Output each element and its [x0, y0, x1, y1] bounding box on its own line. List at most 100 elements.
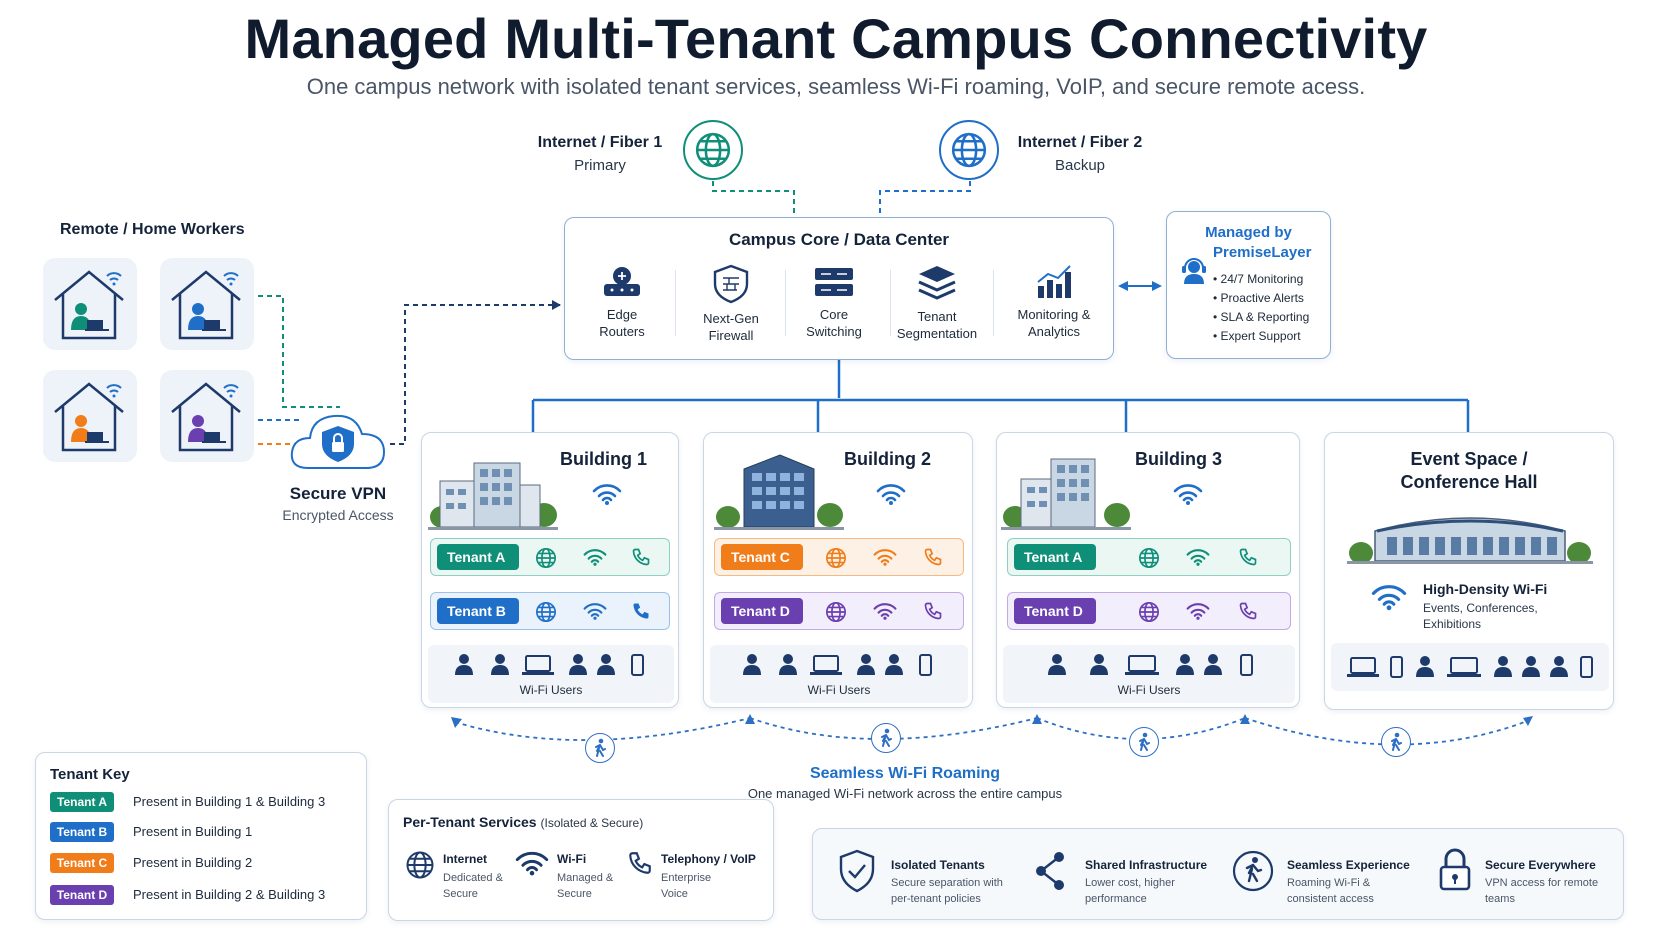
campus-core-panel: Campus Core / Data Center Edge Routers N… [564, 217, 1114, 360]
wifi-icon [515, 851, 549, 876]
page-title: Managed Multi-Tenant Campus Connectivity [244, 7, 1428, 70]
feature-title: Secure Everywhere [1485, 858, 1596, 872]
service-desc: Managed & [557, 872, 614, 884]
wifi-users-label: Wi-Fi Users [807, 683, 871, 697]
key-tenant-d: Tenant D [50, 885, 114, 905]
vpn-title: Secure VPN [289, 484, 387, 503]
core-item-line2: Firewall [708, 328, 754, 343]
building-icon [714, 454, 844, 530]
conference-hall-icon [1347, 517, 1593, 564]
tenant-row-d: Tenant D [714, 592, 964, 630]
building-2-card: Building 2 Tenant C Tenant D Wi-Fi Users [703, 432, 973, 708]
tenant-row-b: Tenant B [430, 592, 670, 630]
hd-wifi-sub2: Exhibitions [1423, 617, 1482, 631]
tenant-row-c: Tenant C [714, 538, 964, 576]
tenant-pill: Tenant A [437, 544, 519, 570]
managed-bullet: • SLA & Reporting [1213, 310, 1310, 324]
service-name: Internet [443, 852, 488, 866]
services-title-note: (Isolated & Secure) [540, 816, 644, 830]
fiber2-label: Internet / Fiber 2 Backup [1000, 134, 1160, 174]
core-item-firewall: Next-Gen Firewall [681, 264, 781, 344]
roaming-title: Seamless Wi-Fi Roaming [809, 765, 1001, 782]
service-desc: Voice [661, 888, 688, 900]
tenant-pill: Tenant A [1014, 544, 1096, 570]
fiber2-globe-icon [939, 120, 999, 180]
phone-icon [633, 603, 649, 619]
event-space-card: Event Space / Conference Hall High-Densi… [1324, 432, 1614, 710]
walking-person-icon [1129, 727, 1159, 757]
house-icon [171, 270, 241, 340]
core-item-line2: Routers [599, 324, 645, 339]
share-icon [1036, 852, 1064, 890]
layers-icon [918, 266, 956, 300]
service-desc: Secure [557, 888, 592, 900]
tenant-row-a: Tenant A [430, 538, 670, 576]
key-desc: Present in Building 1 [133, 824, 253, 839]
headset-icon [1182, 258, 1206, 284]
bar-chart-icon [1037, 265, 1071, 298]
core-title: Campus Core / Data Center [728, 230, 950, 249]
house-icon [54, 382, 124, 452]
phone-icon [629, 852, 651, 874]
walking-person-icon [871, 723, 901, 753]
fiber1-title: Internet / Fiber 1 [537, 134, 663, 151]
wifi-icon [873, 549, 897, 566]
wifi-users-label: Wi-Fi Users [1117, 683, 1181, 697]
managed-bullet: • Expert Support [1213, 329, 1301, 343]
house-icon [54, 270, 124, 340]
building-icon [1001, 458, 1131, 530]
tenant-pill: Tenant C [721, 544, 803, 570]
core-item-line1: Next-Gen [703, 311, 759, 326]
fiber2-title: Internet / Fiber 2 [1017, 134, 1143, 151]
core-item-line1: Core [819, 307, 849, 322]
phone-icon [1239, 548, 1257, 566]
phone-icon [924, 602, 942, 620]
house-icon [171, 382, 241, 452]
service-desc: Dedicated & [443, 872, 503, 884]
page-subtitle: One campus network with isolated tenant … [306, 74, 1366, 99]
home-worker-card [160, 370, 254, 462]
vpn-cloud-icon [290, 414, 386, 469]
remote-workers-title: Remote / Home Workers [60, 221, 245, 238]
tenant-row-d: Tenant D [1007, 592, 1291, 630]
building-3-card: Building 3 Tenant A Tenant D Wi-Fi Users [996, 432, 1300, 708]
managed-bullet: • Proactive Alerts [1213, 291, 1304, 305]
service-name: Telephony / VoIP [661, 852, 756, 866]
vpn-subtitle: Encrypted Access [282, 507, 394, 523]
walking-person-icon [1232, 850, 1274, 892]
service-desc: Secure [443, 888, 478, 900]
home-worker-card [160, 258, 254, 350]
user-devices-icons [1048, 654, 1253, 676]
core-item-line1: Edge [606, 307, 638, 322]
wifi-icon [873, 603, 897, 620]
wifi-icon [583, 603, 607, 620]
hd-wifi-title: High-Density Wi-Fi [1423, 581, 1548, 597]
feature-desc: performance [1085, 893, 1147, 905]
feature-desc: per-tenant policies [891, 893, 981, 905]
walking-person-icon [585, 733, 615, 763]
key-desc: Present in Building 2 & Building 3 [133, 887, 326, 902]
key-tenant-c: Tenant C [50, 853, 114, 873]
event-title-line2: Conference Hall [1400, 472, 1538, 492]
tenant-key-panel: Tenant Key Tenant A Present in Building … [35, 752, 367, 920]
fiber1-sub: Primary [574, 157, 626, 174]
firewall-icon [713, 264, 749, 304]
globe-icon [536, 602, 556, 622]
tenant-row-a: Tenant A [1007, 538, 1291, 576]
globe-icon [1139, 602, 1159, 622]
wifi-icon [876, 484, 906, 505]
core-item-core-switching: Core Switching [784, 264, 884, 340]
services-title: Per-Tenant Services (Isolated & Secure) [403, 814, 643, 830]
divider [675, 270, 676, 336]
core-item-monitoring: Monitoring & Analytics [999, 264, 1109, 340]
divider [890, 270, 891, 336]
globe-icon [1139, 548, 1159, 568]
feature-desc: teams [1485, 893, 1515, 905]
core-item-line2: Segmentation [896, 326, 978, 341]
core-item-line2: Analytics [1027, 324, 1081, 339]
roaming-subtitle: One managed Wi-Fi network across the ent… [747, 786, 1063, 801]
managed-bullet: • 24/7 Monitoring [1213, 272, 1304, 286]
fiber2-sub: Backup [1054, 157, 1106, 174]
managed-title-line2: PremiseLayer [1213, 244, 1312, 261]
home-worker-card [43, 258, 137, 350]
